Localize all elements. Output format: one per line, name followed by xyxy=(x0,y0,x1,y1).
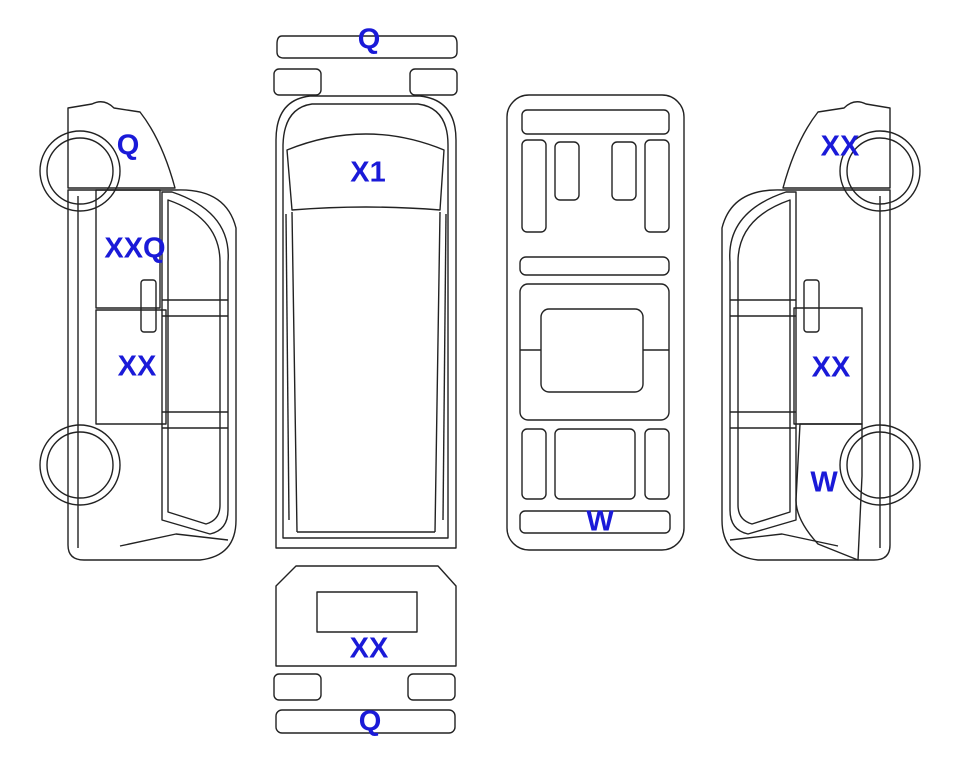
rear-axle-area xyxy=(554,428,636,500)
left-pillar-1 xyxy=(162,299,228,317)
top-body-outline xyxy=(275,95,457,549)
left-window-inner xyxy=(167,199,221,525)
rear-right-light xyxy=(407,673,456,701)
rear-left-rail xyxy=(521,428,547,500)
left-mirror xyxy=(273,68,322,96)
right-pillar-1 xyxy=(730,299,796,317)
rear-window xyxy=(316,591,418,633)
rear-crossmember-zone[interactable] xyxy=(519,510,671,534)
fuel-tank xyxy=(540,308,644,393)
top-body-inner xyxy=(282,103,449,539)
rear-right-rail xyxy=(644,428,670,500)
left-front-door-zone[interactable] xyxy=(95,189,161,309)
underbody-outline xyxy=(506,94,685,551)
roof-groove-left xyxy=(285,213,290,521)
rear-bumper-label: Q xyxy=(359,706,382,738)
underbody-rear-label: W xyxy=(586,506,614,538)
rear-door-label: XX xyxy=(350,633,389,665)
top-view xyxy=(273,35,458,549)
floor-frame xyxy=(519,283,670,421)
roof-edge-right xyxy=(434,211,441,533)
left-rear-hub xyxy=(46,431,114,499)
roof-edge-left xyxy=(291,211,298,533)
front-bumper-zone[interactable] xyxy=(276,35,458,59)
engine-left xyxy=(554,141,580,201)
left-front-wheel xyxy=(39,130,121,212)
right-rear-quarter-label: W xyxy=(810,467,838,499)
engine-right xyxy=(611,141,637,201)
roof-groove-right xyxy=(442,213,447,521)
rear-view xyxy=(273,565,457,734)
left-front-door-label: XXQ xyxy=(104,233,165,265)
damage-labels: Q X1 Q XXQ XX W XX XX W XX Q xyxy=(104,24,860,738)
left-pillar-2 xyxy=(162,411,228,429)
left-front-fender-label: Q xyxy=(117,130,140,162)
rear-bumper-zone[interactable] xyxy=(275,709,456,734)
right-sliding-door-label: XX xyxy=(812,352,851,384)
left-front-fender-zone[interactable] xyxy=(67,101,176,189)
right-step xyxy=(729,533,839,547)
left-sliding-door-zone[interactable] xyxy=(95,309,167,425)
right-pillar-2 xyxy=(730,411,796,429)
right-mirror xyxy=(409,68,458,96)
right-door-handle[interactable] xyxy=(803,279,820,333)
left-sliding-door-label: XX xyxy=(118,351,157,383)
left-window-frame xyxy=(161,191,229,535)
windshield-label: X1 xyxy=(350,157,385,189)
right-front-fender-label: XX xyxy=(821,131,860,163)
right-rear-wheel xyxy=(839,424,921,506)
underbody-view xyxy=(506,94,685,551)
right-side-view xyxy=(721,101,921,561)
front-left-rail xyxy=(521,139,547,233)
rear-door-zone[interactable] xyxy=(275,565,457,667)
rear-left-light xyxy=(273,673,322,701)
left-step xyxy=(119,533,229,547)
front-bumper-label: Q xyxy=(358,24,381,56)
right-window-frame xyxy=(729,191,797,535)
left-body-outline xyxy=(67,189,237,561)
front-right-rail xyxy=(644,139,670,233)
front-crossmember xyxy=(521,109,670,135)
right-front-fender-zone[interactable] xyxy=(782,101,891,189)
right-body-outline xyxy=(721,189,891,561)
right-rear-hub xyxy=(846,431,914,499)
left-side-view xyxy=(39,101,237,561)
right-front-wheel xyxy=(839,130,921,212)
right-front-hub xyxy=(846,137,914,205)
mid-crossmember xyxy=(519,256,670,276)
windshield-zone[interactable] xyxy=(286,133,445,211)
right-window-inner xyxy=(737,199,791,525)
left-door-handle[interactable] xyxy=(140,279,157,333)
left-front-hub xyxy=(46,137,114,205)
left-rear-wheel xyxy=(39,424,121,506)
